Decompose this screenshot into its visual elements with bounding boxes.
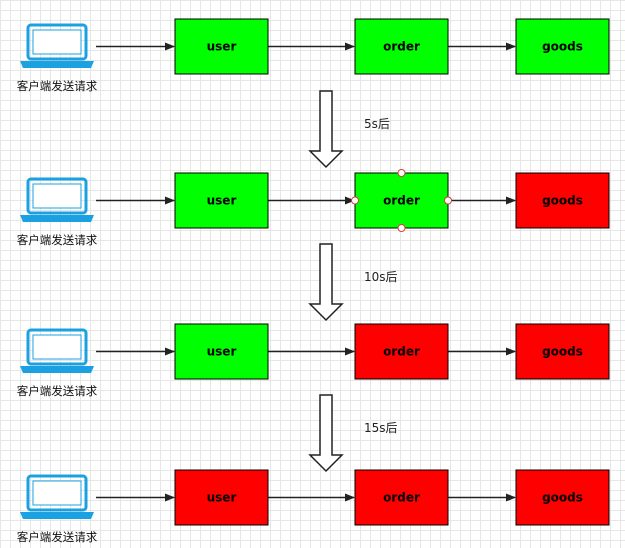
order-service-label: order [383,491,420,505]
down-arrow-icon [308,394,344,473]
time-step-label: 10s后 [364,270,398,284]
goods-service-label: goods [542,491,583,505]
user-service-box[interactable] [174,172,269,229]
goods-service-box[interactable] [515,18,610,75]
user-service-box[interactable] [174,469,269,526]
flow-row-3: 客户端发送请求 user order goods [17,323,610,398]
client-label: 客户端发送请求 [17,233,98,247]
transition-2: 10s后 [308,243,398,322]
user-service-box[interactable] [174,323,269,380]
down-arrow-icon [308,243,344,322]
flow-row-4: 客户端发送请求 user order goods [17,469,610,544]
user-service-label: user [207,40,237,54]
goods-service-box[interactable] [515,323,610,380]
resize-handle[interactable] [351,196,359,205]
order-service-box[interactable] [354,323,449,380]
flow-row-1: 客户端发送请求 user order goods [17,18,610,93]
time-step-label: 15s后 [364,421,398,435]
user-service-box[interactable] [174,18,269,75]
client-label: 客户端发送请求 [17,530,98,544]
transition-3: 15s后 [308,394,398,473]
user-service-label: user [207,194,237,208]
order-service-box[interactable] [354,18,449,75]
laptop-icon [20,23,94,68]
user-service-label: user [207,345,237,359]
user-service-label: user [207,491,237,505]
goods-service-box[interactable] [515,172,610,229]
order-service-label: order [383,194,420,208]
transition-1: 5s后 [308,90,390,169]
down-arrow-icon [308,90,344,169]
order-service-label: order [383,40,420,54]
resize-handle[interactable] [397,169,406,177]
laptop-icon [20,328,94,373]
goods-service-box[interactable] [515,469,610,526]
order-service-label: order [383,345,420,359]
client-label: 客户端发送请求 [17,384,98,398]
resize-handle[interactable] [444,196,452,205]
time-step-label: 5s后 [364,117,390,131]
selection-handles[interactable] [351,169,452,232]
client-label: 客户端发送请求 [17,79,98,93]
laptop-icon [20,474,94,519]
order-service-box[interactable] [354,469,449,526]
goods-service-label: goods [542,194,583,208]
goods-service-label: goods [542,345,583,359]
goods-service-label: goods [542,40,583,54]
laptop-icon [20,177,94,222]
flow-row-2: 客户端发送请求 user order goods [17,169,610,247]
resize-handle[interactable] [397,224,406,232]
